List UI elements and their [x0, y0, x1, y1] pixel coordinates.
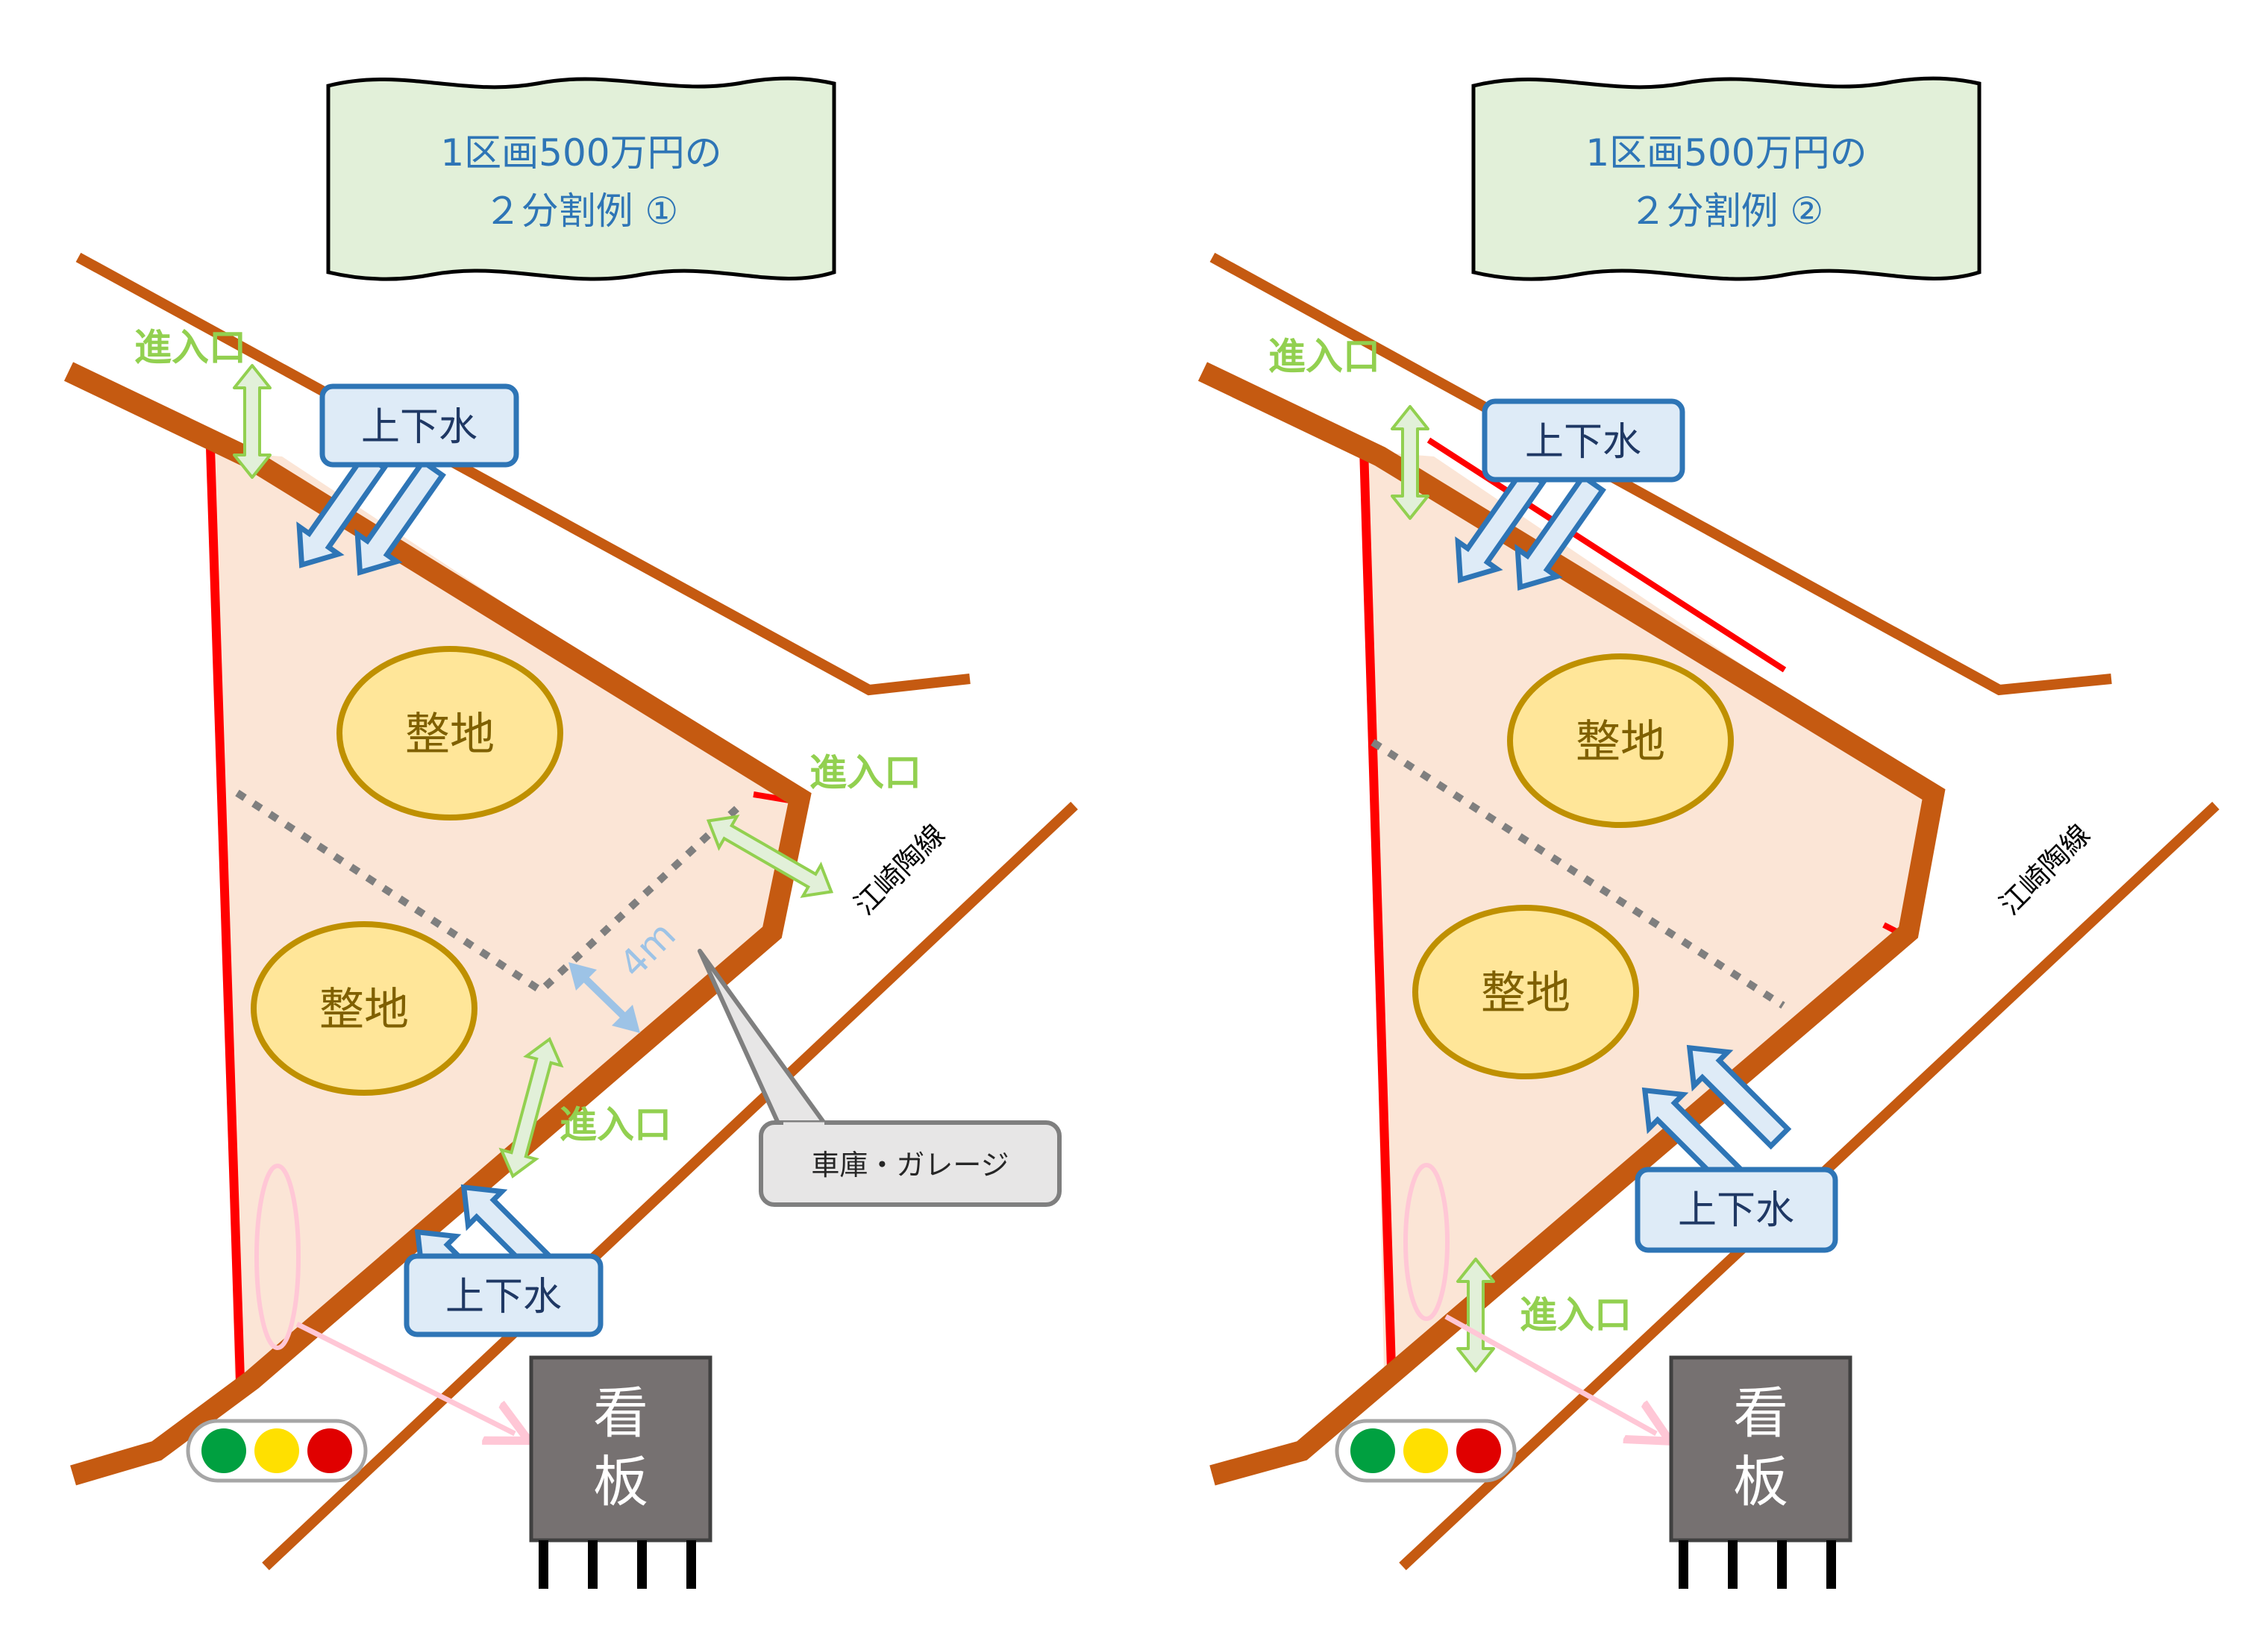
right-lot-upper-label: 整地 [1576, 716, 1665, 768]
right-light-red [1456, 1428, 1501, 1473]
left-entry-bottom-label: 進入口 [560, 1103, 671, 1146]
right-sign-line2: 板 [1733, 1450, 1788, 1514]
right-lot-lower-label: 整地 [1481, 967, 1570, 1020]
right-utility-bottom-label: 上下水 [1678, 1188, 1794, 1233]
right-light-green [1350, 1428, 1395, 1473]
left-utility-bottom-label: 上下水 [445, 1275, 562, 1320]
left-utility-bottom-box: 上下水 [404, 1253, 604, 1337]
left-sign-line2: 板 [593, 1450, 648, 1514]
left-light-yellow [254, 1428, 299, 1473]
left-callout-label: 車庫・ガレージ [811, 1149, 1009, 1182]
left-lot-upper-label: 整地 [405, 709, 495, 761]
left-garage-callout: 車庫・ガレージ [698, 949, 1062, 1207]
left-traffic-light [186, 1419, 368, 1483]
left-banner-line2: ２分割例 ① [484, 189, 679, 233]
right-entry-top-label: 進入口 [1268, 335, 1380, 378]
left-entry-top-arrow [233, 364, 272, 479]
left-banner: 1区画500万円の ２分割例 ① [326, 76, 836, 281]
right-banner-line2: ２分割例 ② [1629, 189, 1824, 233]
right-banner: 1区画500万円の ２分割例 ② [1471, 76, 1982, 281]
right-signboard: 看 板 [1669, 1355, 1852, 1589]
right-sign-line1: 看 [1733, 1381, 1788, 1446]
left-banner-line1: 1区画500万円の [440, 131, 721, 175]
right-road-name: 江崎陶線 [1993, 818, 2097, 922]
right-entry-bottom-label: 進入口 [1520, 1293, 1632, 1337]
right-lot-area [1367, 451, 1934, 1372]
left-entry-right-label: 進入口 [809, 751, 921, 794]
left-utility-top-label: 上下水 [361, 405, 477, 450]
left-lot-lower-label: 整地 [319, 984, 409, 1036]
left-light-red [307, 1428, 352, 1473]
right-light-yellow [1403, 1428, 1448, 1473]
left-utility-top-box: 上下水 [319, 383, 519, 468]
right-utility-top-box: 上下水 [1482, 398, 1685, 483]
left-signboard: 看 板 [529, 1355, 712, 1589]
left-sign-pointer [254, 1164, 515, 1434]
left-entry-bottom-arrow [498, 1037, 564, 1179]
left-dimension-arrow [568, 962, 640, 1033]
right-utility-bottom-box: 上下水 [1635, 1167, 1838, 1253]
left-lot-upper-oval [336, 646, 563, 820]
right-division-line [1370, 738, 1785, 1009]
right-road-upper-thin [1209, 252, 2112, 696]
right-lot-lower-oval [1412, 905, 1639, 1079]
left-property-boundary [206, 447, 245, 1381]
left-division-line [235, 789, 743, 996]
right-property-boundary [1359, 447, 1396, 1369]
right-lot-upper-oval [1507, 653, 1734, 828]
left-road-name: 江崎陶線 [848, 818, 952, 922]
left-entry-top-label: 進入口 [134, 326, 246, 369]
left-road-esaki [262, 801, 1078, 1571]
right-banner-line1: 1区画500万円の [1585, 131, 1867, 175]
left-panel: 1区画500万円の ２分割例 ① 整地 整地 進入口 進入口 進入口 [63, 76, 1078, 1589]
right-traffic-light [1335, 1419, 1517, 1483]
left-entry-right-arrow [706, 815, 834, 898]
right-road-main [1197, 362, 1946, 1486]
right-utility-top-label: 上下水 [1525, 420, 1641, 465]
right-panel: 1区画500万円の ２分割例 ② 整地 整地 進入口 進入口 [1197, 76, 2220, 1589]
left-sign-line1: 看 [593, 1381, 648, 1446]
left-light-green [201, 1428, 246, 1473]
right-sign-pointer [1403, 1163, 1656, 1434]
left-lot-lower-oval [251, 921, 477, 1096]
